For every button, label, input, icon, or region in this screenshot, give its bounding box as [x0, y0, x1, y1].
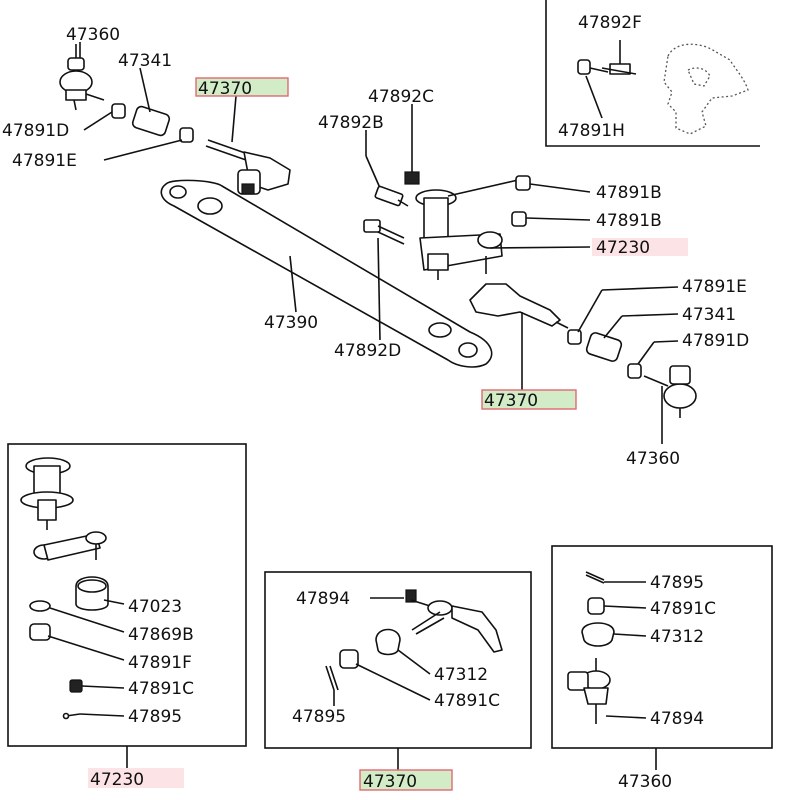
label-47894-box3: 47894	[650, 709, 704, 729]
idler-arm-icon	[33, 531, 107, 561]
tie-rod-end-box2-icon	[405, 589, 503, 653]
leader-lines	[79, 42, 679, 444]
tie-rod-lower-icon	[469, 283, 569, 329]
label-47891D-right: 47891D	[682, 331, 749, 351]
box-title-47370: 47370	[363, 772, 417, 792]
boot-47312-box2-icon	[375, 628, 401, 656]
label-47360-right: 47360	[626, 449, 680, 469]
label-47892F: 47892F	[578, 13, 642, 33]
label-47360-top: 47360	[66, 25, 120, 45]
box-title-47230: 47230	[90, 770, 144, 790]
label-47891D-top: 47891D	[2, 121, 69, 141]
nut-47891C-box2-icon	[339, 649, 359, 669]
label-47341-right: 47341	[682, 305, 736, 325]
label-47892D: 47892D	[334, 341, 401, 361]
nut-47891C-box3-icon	[587, 597, 605, 615]
label-47312-box2: 47312	[434, 665, 488, 685]
label-47341-top: 47341	[118, 51, 172, 71]
tie-rod-end-right-icon	[643, 365, 697, 418]
center-link-icon	[160, 179, 493, 368]
nut-47891B-upper-icon	[515, 175, 531, 191]
bolt-47892C-icon	[404, 136, 420, 185]
box-title-47360: 47360	[618, 772, 672, 792]
label-47895-box2: 47895	[292, 707, 346, 727]
label-47891E-top: 47891E	[12, 151, 77, 171]
main-assembly	[59, 42, 697, 444]
bushing-47023-icon	[75, 576, 109, 611]
frame-outline-sketch	[663, 43, 749, 135]
box-47230: 47023 47869B 47891F 47891C 47895 47230	[7, 443, 247, 790]
adjusting-sleeve-left-icon	[131, 105, 171, 137]
label-47230-main: 47230	[596, 238, 650, 258]
ball-joint-47360-icon	[567, 658, 611, 724]
label-47892C: 47892C	[368, 87, 434, 107]
label-47023: 47023	[128, 597, 182, 617]
cotter-pin-47895-box1-icon	[62, 712, 81, 720]
nut-47891D-right-icon	[627, 363, 642, 379]
nut-47891D-left-icon	[111, 103, 126, 119]
label-47895-box1: 47895	[128, 707, 182, 727]
label-47370-lower: 47370	[484, 391, 538, 411]
nut-47891F-icon	[29, 623, 51, 641]
label-47891E-right: 47891E	[682, 277, 747, 297]
adjusting-sleeve-right-icon	[585, 332, 623, 362]
inset-box	[545, 0, 760, 147]
idler-arm-assembly-icon	[415, 179, 519, 280]
label-47891C-box2: 47891C	[434, 691, 500, 711]
label-47895-box3: 47895	[650, 573, 704, 593]
label-47312-box3: 47312	[650, 627, 704, 647]
tie-rod-end-left-icon	[59, 44, 105, 111]
label-47370-top: 47370	[198, 79, 252, 99]
label-47891B-upper: 47891B	[596, 183, 662, 203]
label-47891B-lower: 47891B	[596, 211, 662, 231]
bolt-47892F-icon	[601, 40, 637, 75]
bolt-47892B-icon	[365, 155, 409, 207]
bolt-47892D-icon	[363, 219, 405, 245]
label-47891H: 47891H	[558, 121, 625, 141]
washer-47869B-icon	[29, 600, 51, 612]
label-47891F: 47891F	[128, 653, 192, 673]
label-47892B: 47892B	[318, 113, 384, 133]
idler-bracket-icon	[20, 457, 74, 530]
label-47869B: 47869B	[128, 625, 194, 645]
tie-rod-upper-icon	[205, 139, 291, 195]
box3-leaders	[603, 581, 647, 719]
label-47894-box2: 47894	[296, 589, 350, 609]
box-47360: 47895 47891C 47312 47894 47360	[551, 545, 773, 792]
label-47891C-box1: 47891C	[128, 679, 194, 699]
boot-47312-box3-icon	[581, 622, 615, 647]
nut-47891H-icon	[577, 59, 609, 75]
cotter-pin-47895-box2-icon	[325, 665, 339, 691]
cotter-pin-47895-box3-icon	[585, 571, 605, 584]
label-47891C-box3: 47891C	[650, 599, 716, 619]
box-47370: 47894 47312 47895 47891C 47370	[264, 571, 532, 792]
box1-leaders	[47, 599, 125, 717]
nut-47891C-box1-icon	[69, 679, 83, 693]
label-47390: 47390	[264, 313, 318, 333]
nut-47891E-right-icon	[567, 329, 582, 345]
main-labels: 47360 47341 47370 47891D 47891E 47892C 4…	[2, 13, 749, 469]
nut-47891E-left-icon	[179, 127, 194, 143]
nut-47891B-lower-icon	[511, 211, 527, 227]
box2-leaders	[333, 597, 431, 706]
